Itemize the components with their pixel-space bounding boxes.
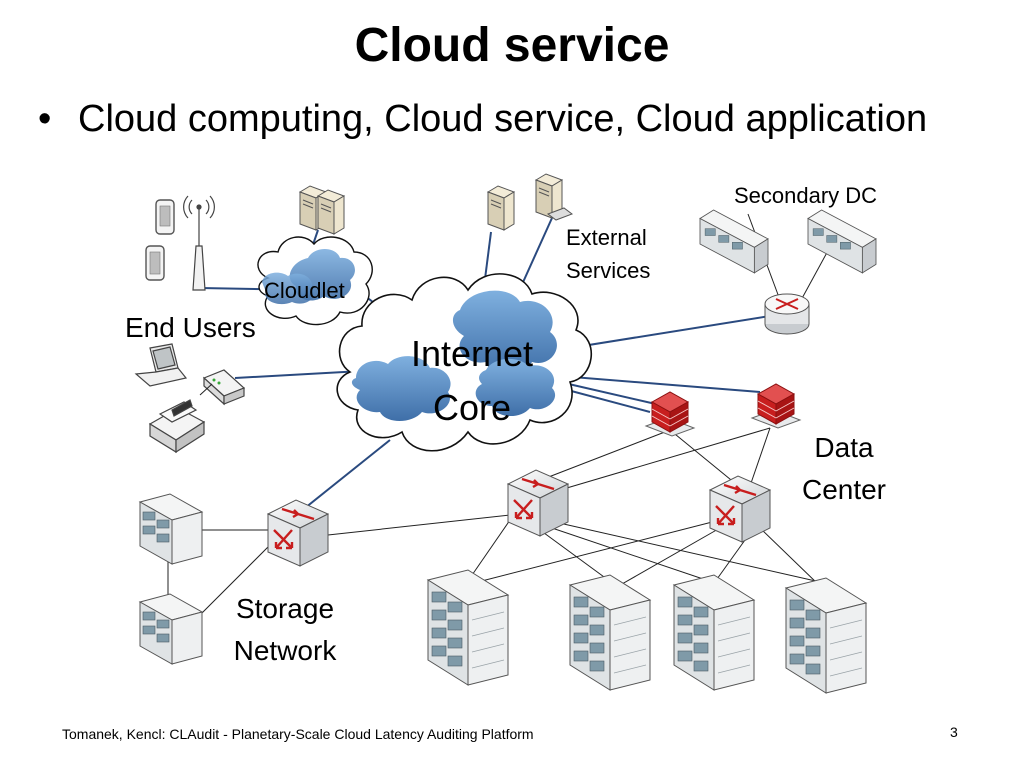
wireless-antenna-icon [183,195,215,291]
bullet-item: • Cloud computing, Cloud service, Cloud a… [38,98,927,141]
datacenter-switch-icon [506,468,570,538]
end-users-label: End Users [125,312,256,343]
modem-icon [202,369,246,406]
server-rack-icon [427,569,509,686]
bullet-text: Cloud computing, Cloud service, Cloud ap… [78,98,928,140]
secondary-dc-server-icon [699,209,877,274]
footer-citation: Tomanek, Kencl: CLAudit - Planetary-Scal… [62,726,534,742]
cloudlet-label: Cloudlet [264,278,345,303]
datacenter-links [167,213,843,616]
page-number: 3 [950,724,958,740]
data-center-label: Data [814,432,874,463]
router-icon [764,293,810,335]
storage-array-icon [139,493,203,565]
cloudlet-server-icon [299,185,345,235]
storage-array-icon [139,593,203,665]
internet-core-label-line2: Core [433,387,511,428]
cloudlet-cloud [257,236,373,326]
external-server-icon [487,173,574,231]
phone-icon [155,199,175,235]
storage-network-label-line2: Network [234,635,338,666]
internet-core-cloud [336,273,592,452]
data-center-label-line2: Center [802,474,886,505]
bullet-dot: • [38,98,52,140]
secondary-dc-label: Secondary DC [734,183,877,208]
storage-switch-icon [266,498,330,568]
end-user-link [199,383,213,396]
storage-network-label: Storage [236,593,334,624]
datacenter-switch-icon [708,474,772,544]
server-rack-icon [673,574,755,691]
internet-core-label: Internet [411,333,533,374]
laptop-icon [134,343,188,387]
external-services-label: External [566,225,647,250]
server-rack-icon [569,574,651,691]
firewall-icon [751,383,801,429]
firewall-icon [645,391,695,437]
printer-icon [148,399,206,454]
slide-title: Cloud service [354,19,670,72]
server-rack-icon [785,577,867,694]
smartphone-icon [145,245,165,281]
external-services-label-line2: Services [566,258,650,283]
